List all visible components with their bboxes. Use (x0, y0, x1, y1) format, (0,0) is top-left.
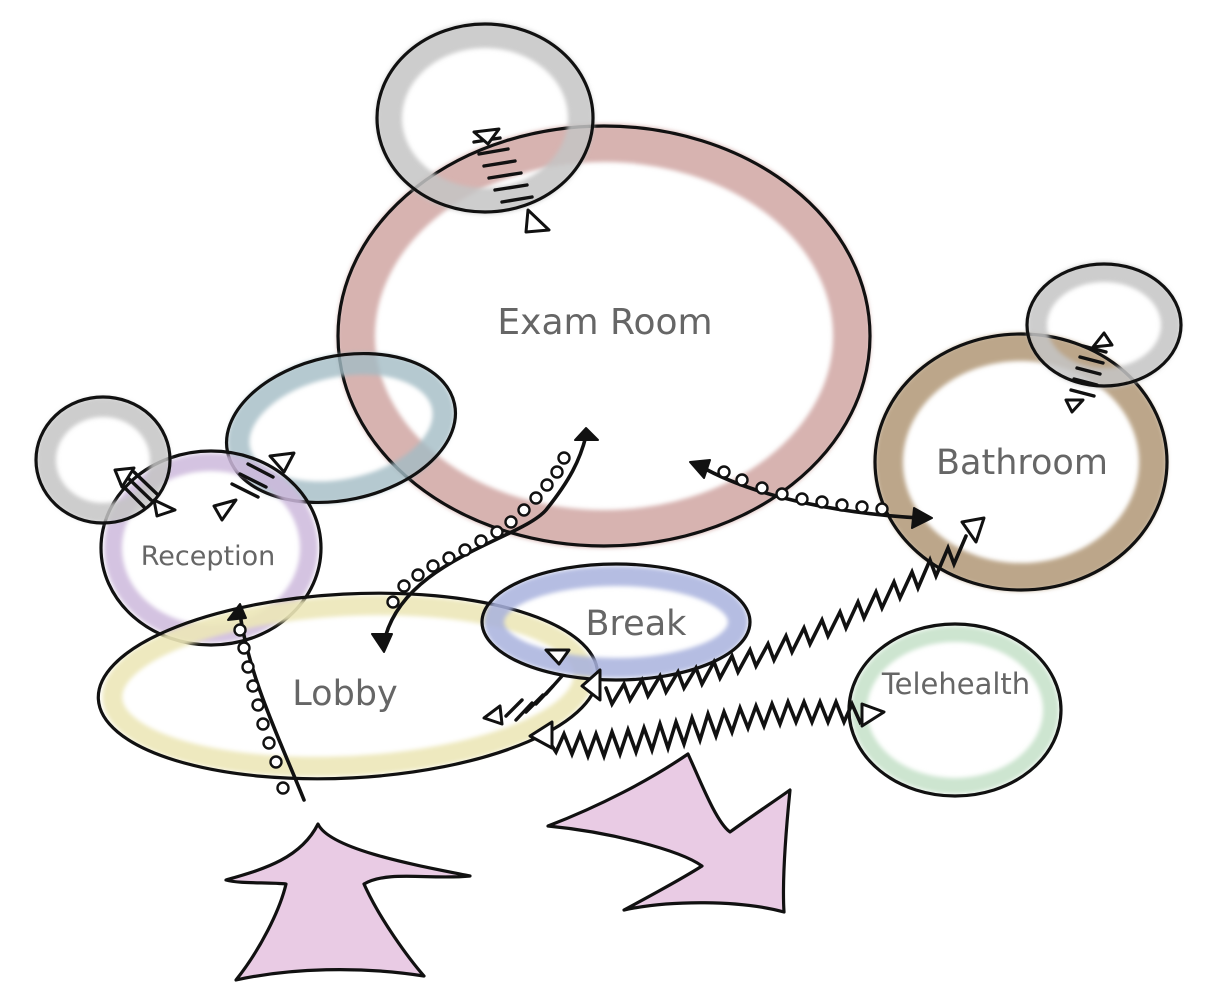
link-entry-reception (227, 603, 306, 802)
arrowhead (371, 633, 393, 653)
room-break (480, 562, 752, 682)
closet-left-outline (34, 395, 172, 525)
door-closet-right-bathroom (1064, 331, 1114, 414)
closet-top-outline (375, 22, 595, 214)
small-room-ring (227, 352, 455, 504)
entrance-arrow-up (224, 822, 472, 982)
entrance-in-arrow (224, 822, 472, 982)
lobby-label: Lobby (292, 674, 397, 714)
door-marker (113, 466, 136, 489)
arrowhead (574, 427, 599, 441)
arrowhead (689, 459, 711, 479)
link-break-bathroom-zigzag (580, 516, 986, 709)
telehealth-ring (851, 626, 1059, 794)
closet-right-ring (1027, 262, 1181, 388)
entrance-arrow-down (546, 752, 792, 914)
reception-outline (99, 449, 323, 647)
telehealth-label: Telehealth (881, 667, 1030, 701)
entrance-out-arrow (546, 752, 792, 914)
link-lobby-telehealth-zigzag (528, 696, 886, 762)
break-outline (480, 562, 752, 682)
arrowhead (860, 702, 886, 728)
closet-top (375, 22, 595, 214)
arrowhead (911, 507, 933, 529)
arrowhead (580, 668, 602, 702)
door-small-reception (212, 451, 296, 522)
break-label: Break (586, 604, 688, 644)
exam-room-ring (337, 124, 871, 548)
room-bathroom (873, 332, 1169, 592)
closet-top-ring (376, 22, 594, 214)
closet-left (34, 395, 172, 525)
door-marker (524, 208, 551, 234)
exam-room-label: Exam Room (497, 302, 712, 343)
door-marker (1091, 331, 1114, 349)
door-marker (544, 648, 571, 666)
arrowhead (227, 603, 247, 621)
break-ring (484, 566, 748, 678)
bathroom-ring (875, 333, 1167, 591)
door-marker (472, 127, 501, 146)
bathroom-label: Bathroom (936, 443, 1108, 483)
link-lobby-exam (371, 427, 599, 653)
closet-right-outline (1025, 262, 1183, 388)
arrowhead (528, 720, 554, 750)
door-marker (1064, 398, 1085, 414)
door-marker (482, 704, 504, 726)
door-marker (268, 451, 296, 474)
closet-right (1025, 262, 1183, 388)
door-closet-top-exam (472, 127, 551, 234)
arrowhead (960, 516, 986, 544)
door-closet-left-reception (113, 466, 177, 518)
bathroom-outline (873, 332, 1169, 592)
reception-label: Reception (141, 541, 275, 572)
door-marker (152, 498, 177, 518)
door-marker (212, 498, 238, 522)
link-exam-bathroom (689, 459, 933, 529)
room-exam-room (336, 124, 872, 548)
closet-left-ring (36, 397, 170, 523)
exam-room-outline (336, 124, 872, 548)
door-break-lobby (482, 648, 571, 726)
